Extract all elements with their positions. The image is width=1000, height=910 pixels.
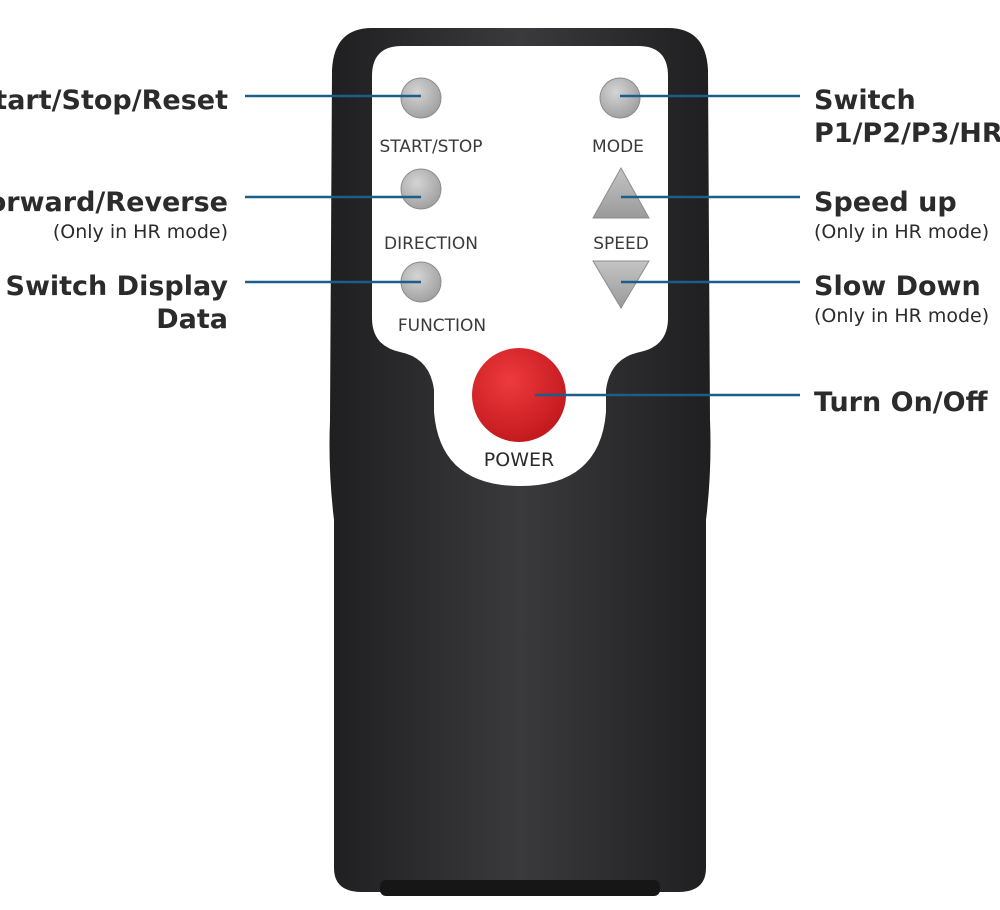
callout-speed-up: Speed up	[814, 187, 957, 218]
callout-slow-down: Slow Down	[814, 271, 981, 302]
leader-lines	[245, 94, 800, 397]
mode-button[interactable]	[599, 77, 641, 119]
power-label: POWER	[484, 449, 554, 471]
remote-front-panel	[372, 46, 668, 486]
callout-forward-reverse-note: (Only in HR mode)	[53, 221, 228, 243]
start-stop-button[interactable]	[400, 77, 442, 119]
callout-start-stop: Start/Stop/Reset	[0, 85, 228, 116]
callout-forward-reverse: Forward/Reverse	[0, 187, 228, 218]
callout-switch-display-line2: Data	[156, 304, 228, 335]
power-button[interactable]	[472, 348, 566, 442]
speed-down-button[interactable]	[592, 260, 650, 309]
callout-speed-up-note: (Only in HR mode)	[814, 221, 989, 243]
mode-label: MODE	[592, 137, 644, 157]
callout-slow-down-note: (Only in HR mode)	[814, 305, 989, 327]
callout-switch-mode-line2: P1/P2/P3/HR	[814, 118, 1000, 149]
direction-button[interactable]	[400, 168, 442, 210]
start-stop-label: START/STOP	[380, 137, 483, 157]
function-label: FUNCTION	[398, 316, 486, 336]
callout-switch-mode-line1: Switch	[814, 85, 916, 116]
callout-switch-display-line1: Switch Display	[6, 271, 229, 302]
callout-turn-on-off: Turn On/Off	[814, 387, 989, 418]
speed-label: SPEED	[593, 234, 649, 254]
speed-up-button[interactable]	[592, 166, 650, 219]
direction-label: DIRECTION	[384, 234, 478, 254]
